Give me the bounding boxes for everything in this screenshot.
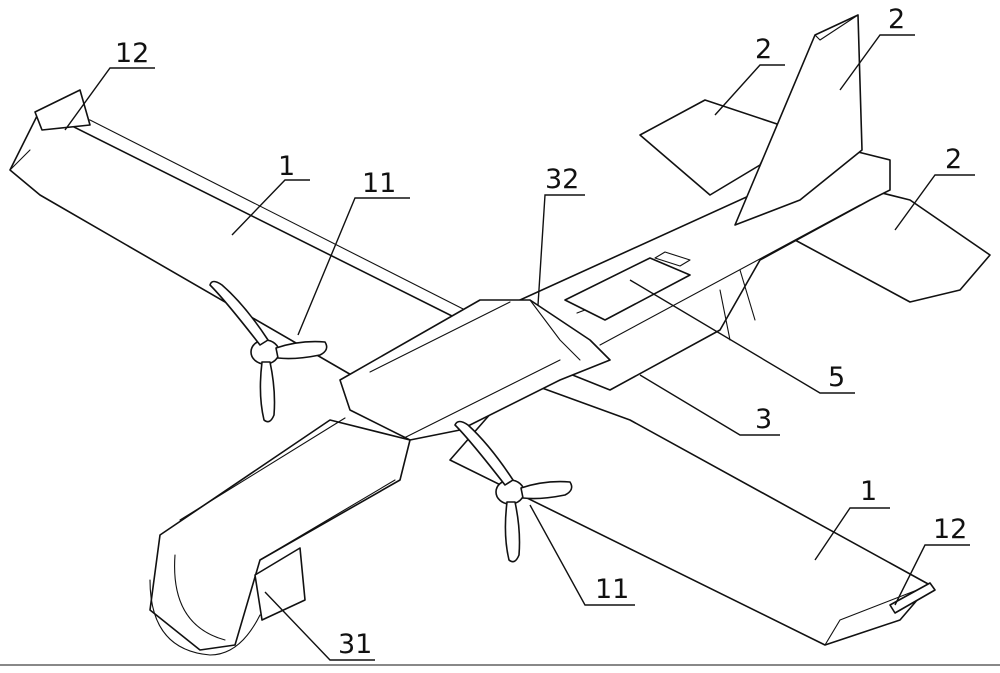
label-rotor-left: 11 <box>362 168 396 199</box>
label-wing-left: 1 <box>278 151 295 182</box>
label-fuselage-joint: 32 <box>545 164 579 195</box>
left-wing <box>10 110 475 380</box>
label-fuselage: 3 <box>755 404 772 435</box>
label-tail-right: 2 <box>945 144 962 175</box>
label-tail-vertical: 2 <box>888 4 905 35</box>
label-hatch: 5 <box>828 362 845 393</box>
label-winglet-right: 12 <box>933 514 967 545</box>
fuselage-front <box>150 418 410 655</box>
label-winglet-left: 12 <box>115 38 149 69</box>
label-tail-left: 2 <box>755 34 772 65</box>
label-rotor-right: 11 <box>595 574 629 605</box>
left-winglet <box>35 90 90 130</box>
label-wing-right: 1 <box>860 476 877 507</box>
right-wing <box>450 380 930 645</box>
label-nose-panel: 31 <box>338 629 372 660</box>
